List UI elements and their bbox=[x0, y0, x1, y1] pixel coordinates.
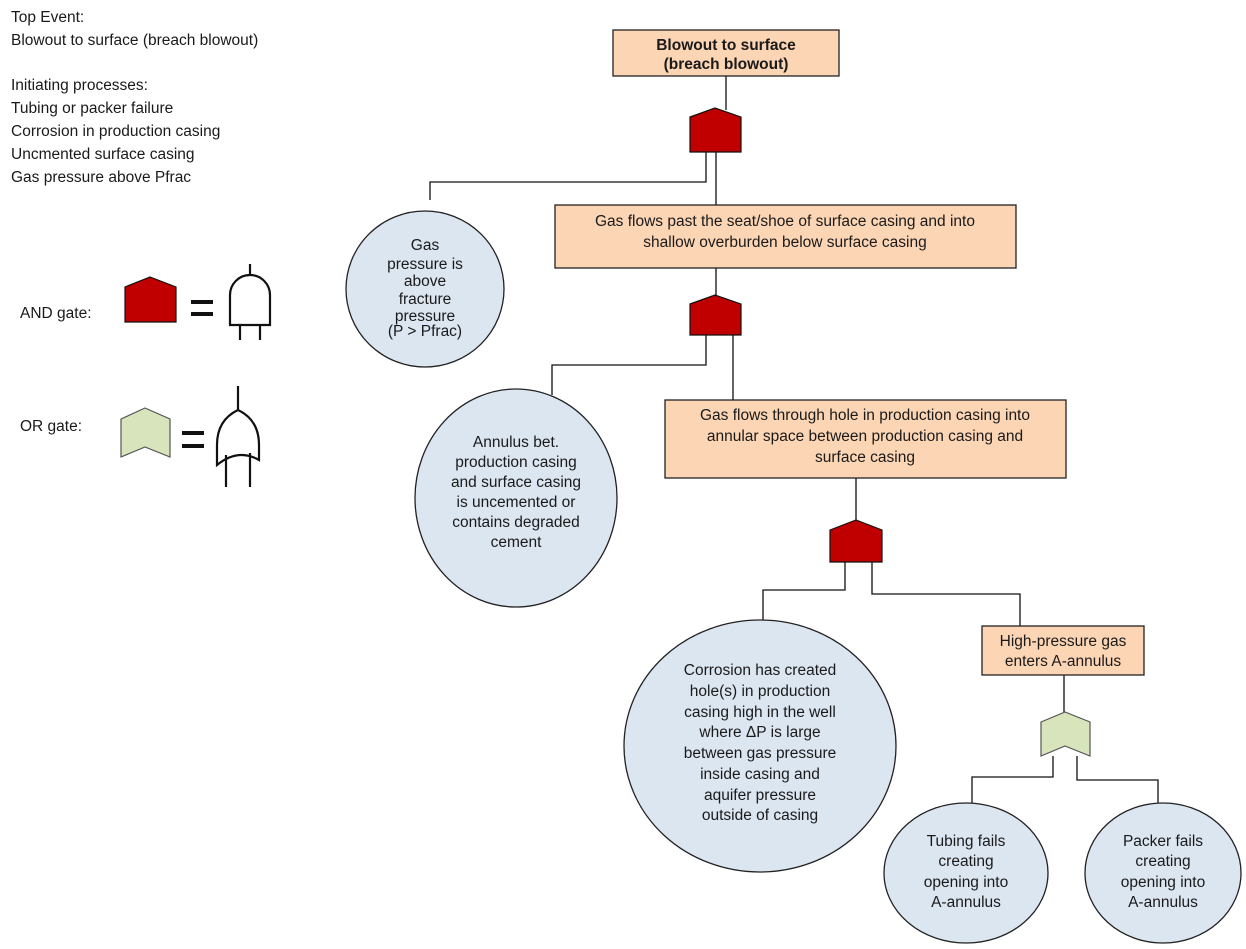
and-gate-icon bbox=[689, 294, 742, 336]
node-text: hole(s) in production bbox=[690, 683, 830, 700]
node-text: opening into bbox=[924, 874, 1008, 891]
node-text: (breach blowout) bbox=[664, 56, 789, 73]
node-text: production casing bbox=[455, 454, 577, 471]
legend-and-symbol bbox=[124, 264, 272, 340]
initiating-process: Gas pressure above Pfrac bbox=[11, 168, 192, 186]
or-gate-logic-symbol-icon bbox=[215, 386, 261, 487]
seat-shoe-event-box: Gas flows past the seat/shoe of surface … bbox=[554, 204, 1017, 269]
initiating-heading: Initiating processes: bbox=[11, 77, 148, 95]
packer-failure-basic-event: Packer fails creating opening into A-ann… bbox=[1084, 802, 1242, 944]
node-text: shallow overburden below surface casing bbox=[643, 234, 926, 251]
node-text: High-pressure gas bbox=[1000, 633, 1127, 650]
node-text: above bbox=[404, 273, 446, 290]
scenario-description: Top Event: Blowout to surface (breach bl… bbox=[11, 7, 258, 189]
node-text: and surface casing bbox=[451, 474, 581, 491]
and-gate-logic-symbol-icon bbox=[228, 264, 272, 340]
node-text: annular space between production casing … bbox=[707, 428, 1023, 445]
node-text: pressure bbox=[395, 308, 455, 325]
fracture-pressure-basic-event: Gas pressure is above fracture pressure … bbox=[345, 210, 505, 368]
corrosion-hole-basic-event: Corrosion has created hole(s) in product… bbox=[623, 619, 897, 873]
tubing-failure-basic-event: Tubing fails creating opening into A-ann… bbox=[883, 802, 1049, 944]
uncemented-annulus-basic-event: Annulus bet. production casing and surfa… bbox=[414, 388, 618, 608]
initiating-process: Corrosion in production casing bbox=[11, 122, 221, 140]
top-event-text: Blowout to surface (breach blowout) bbox=[11, 31, 259, 49]
node-text: inside casing and bbox=[700, 766, 820, 783]
node-text: where ΔP is large bbox=[698, 724, 820, 741]
or-gate-swatch-icon bbox=[120, 407, 171, 458]
node-text: Tubing fails bbox=[927, 833, 1006, 850]
node-text: A-annulus bbox=[931, 894, 1001, 911]
node-text: creating bbox=[1135, 853, 1190, 870]
node-text: Annulus bet. bbox=[473, 434, 559, 451]
node-text: opening into bbox=[1121, 874, 1205, 891]
legend-or-label: OR gate: bbox=[20, 418, 83, 435]
top-event-box: Blowout to surface (breach blowout) bbox=[612, 29, 840, 77]
node-text: casing high in the well bbox=[684, 704, 836, 721]
node-text: enters A-annulus bbox=[1005, 653, 1122, 670]
node-text: Gas flows through hole in production cas… bbox=[700, 407, 1030, 424]
node-text: is uncemented or bbox=[457, 494, 576, 511]
node-text: contains degraded bbox=[452, 514, 580, 531]
node-text: Gas bbox=[411, 237, 440, 254]
node-text: Corrosion has created bbox=[684, 662, 837, 679]
node-text: pressure is bbox=[387, 256, 463, 273]
legend-and-label: AND gate: bbox=[20, 305, 92, 322]
node-text: Blowout to surface bbox=[656, 37, 796, 54]
node-text: A-annulus bbox=[1128, 894, 1198, 911]
and-gate-icon bbox=[689, 107, 742, 153]
top-event-heading: Top Event: bbox=[11, 9, 85, 26]
or-gate-icon bbox=[1040, 711, 1091, 757]
node-text: cement bbox=[491, 534, 543, 551]
casing-hole-event-box: Gas flows through hole in production cas… bbox=[664, 399, 1067, 479]
node-text: creating bbox=[938, 853, 993, 870]
node-text: aquifer pressure bbox=[704, 787, 816, 804]
legend-or-symbol bbox=[120, 386, 261, 487]
high-pressure-gas-event-box: High-pressure gas enters A-annulus bbox=[981, 625, 1145, 676]
initiating-process: Tubing or packer failure bbox=[11, 100, 174, 118]
node-text: surface casing bbox=[815, 449, 915, 466]
and-gate-icon bbox=[829, 519, 883, 563]
node-text: (P > Pfrac) bbox=[388, 323, 462, 340]
node-text: Packer fails bbox=[1123, 833, 1203, 850]
and-gate-swatch-icon bbox=[124, 276, 177, 323]
node-text: fracture bbox=[399, 291, 452, 308]
connector-lines bbox=[429, 76, 1159, 805]
node-text: between gas pressure bbox=[684, 745, 837, 762]
node-text: Gas flows past the seat/shoe of surface … bbox=[595, 213, 975, 230]
node-text: outside of casing bbox=[702, 807, 818, 824]
initiating-process: Uncmented surface casing bbox=[11, 145, 195, 163]
